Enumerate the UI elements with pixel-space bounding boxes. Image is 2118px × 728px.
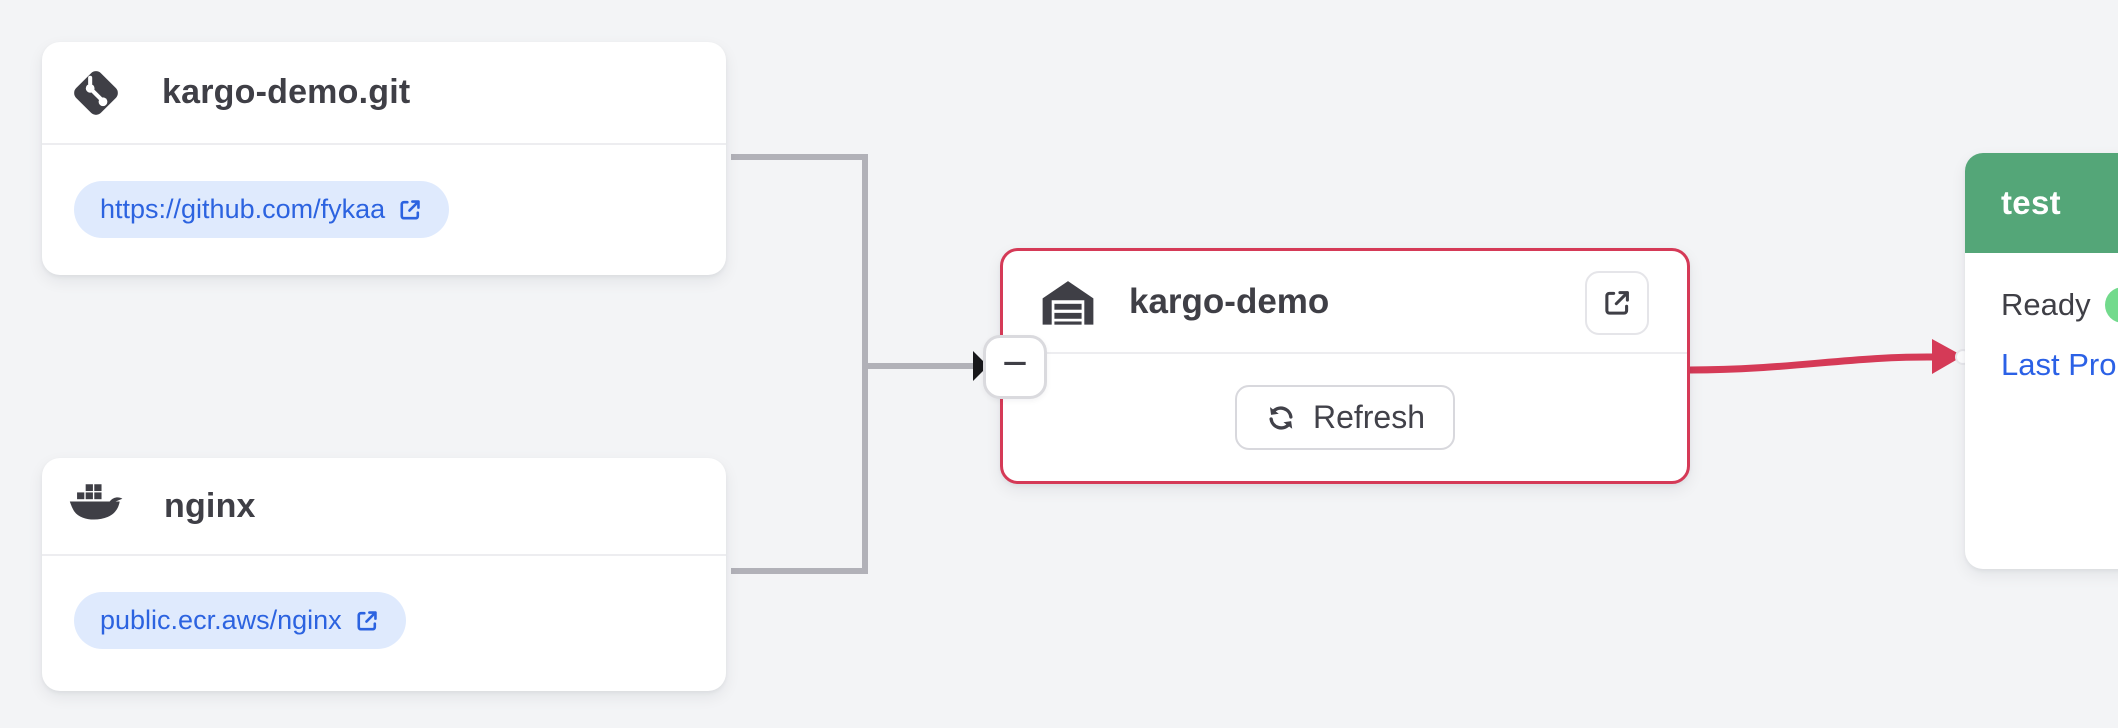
warehouse-node-body: Refresh bbox=[1003, 354, 1687, 481]
external-link-icon bbox=[1605, 291, 1629, 315]
last-promotion-link[interactable]: Last Promo bbox=[2001, 347, 2118, 382]
stage-node-title: test bbox=[2001, 184, 2061, 221]
stage-health-label: Ready bbox=[2001, 287, 2091, 322]
warehouse-node[interactable]: kargo-demo Refresh bbox=[1000, 248, 1690, 484]
repo-node-git: kargo-demo.git https://github.com/fykaa bbox=[42, 42, 726, 275]
repo-link[interactable]: https://github.com/fykaa bbox=[74, 181, 450, 238]
stage-health-row: Ready bbox=[2001, 287, 2118, 323]
refresh-icon bbox=[1269, 405, 1293, 430]
repo-node-header: nginx bbox=[42, 458, 726, 556]
git-icon bbox=[68, 65, 124, 121]
warehouse-node-title: kargo-demo bbox=[1129, 281, 1330, 321]
stage-node-header: test bbox=[1965, 153, 2118, 253]
warehouse-icon bbox=[1039, 275, 1097, 329]
repo-link-label: public.ecr.aws/nginx bbox=[100, 605, 342, 635]
repo-node-image: nginx public.ecr.aws/nginx bbox=[42, 458, 726, 691]
open-warehouse-button[interactable] bbox=[1585, 271, 1649, 335]
repo-node-body: https://github.com/fykaa bbox=[42, 145, 726, 238]
stage-node-body: Ready Last Promo bbox=[1965, 253, 2118, 383]
repo-link[interactable]: public.ecr.aws/nginx bbox=[74, 592, 406, 649]
collapse-freightline-button[interactable]: − bbox=[983, 335, 1047, 399]
health-status-dot bbox=[2104, 287, 2118, 323]
minus-icon: − bbox=[1002, 339, 1028, 388]
promotion-arrowhead-icon bbox=[1932, 339, 1963, 374]
docker-icon bbox=[68, 480, 126, 532]
repo-node-header: kargo-demo.git bbox=[42, 42, 726, 145]
freight-line bbox=[731, 154, 868, 574]
stage-node-test[interactable]: test Ready Last Promo bbox=[1965, 153, 2118, 569]
repo-node-title: nginx bbox=[164, 486, 256, 525]
warehouse-node-header: kargo-demo bbox=[1003, 251, 1687, 354]
external-link-icon bbox=[357, 610, 377, 631]
external-link-icon bbox=[400, 199, 420, 220]
refresh-button[interactable]: Refresh bbox=[1234, 385, 1456, 450]
repo-link-label: https://github.com/fykaa bbox=[100, 194, 386, 224]
repo-node-title: kargo-demo.git bbox=[162, 73, 411, 111]
promotion-edge bbox=[1689, 353, 1937, 374]
refresh-button-label: Refresh bbox=[1312, 399, 1426, 435]
repo-node-body: public.ecr.aws/nginx bbox=[42, 556, 726, 649]
